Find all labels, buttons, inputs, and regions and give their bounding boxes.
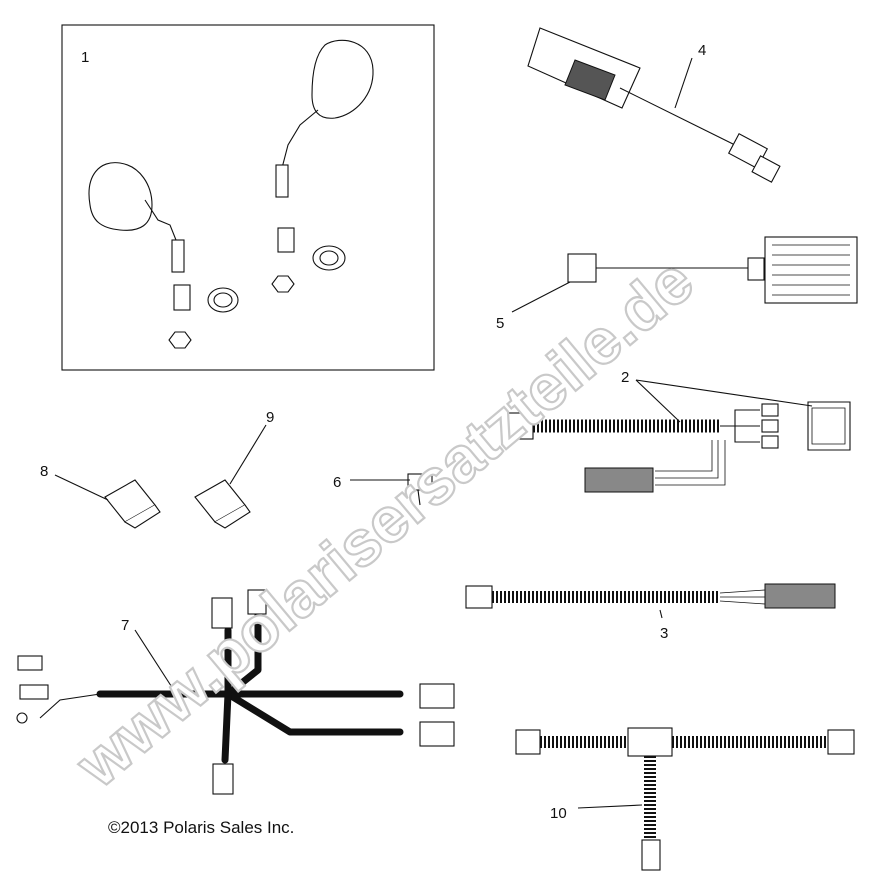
right-clamp (312, 245, 346, 271)
part-10-left-connector (515, 729, 541, 755)
right-mirror-head (311, 39, 374, 119)
left-mirror-rod (171, 239, 185, 273)
part-10-bottom-connector (641, 839, 661, 871)
part-4-cable (619, 87, 736, 146)
callout-2: 2 (621, 369, 629, 386)
callout-7: 7 (121, 617, 129, 634)
part-5-connector (567, 253, 597, 283)
part-4-plug (751, 155, 781, 183)
part-9-switch (194, 479, 251, 529)
right-spacer (277, 227, 295, 253)
part-7-fuse-holder (17, 655, 43, 671)
part-5-harness (567, 236, 858, 304)
copyright-text: ©2013 Polaris Sales Inc. (108, 818, 294, 837)
part-7-right-connector-upper (419, 683, 455, 709)
part-10-harness (515, 727, 855, 871)
right-nut (271, 275, 295, 293)
part-7-ring-terminal (16, 712, 28, 724)
left-nut (168, 331, 192, 349)
part-3-harness (465, 583, 836, 609)
right-mirror-rod (275, 164, 289, 198)
callout-9: 9 (266, 409, 274, 426)
part-10-right-connector (827, 729, 855, 755)
callout-4: 4 (698, 42, 706, 59)
part-5-plug (747, 257, 765, 281)
part-2-rocker-switch (807, 401, 851, 451)
part-7-main-harness (16, 589, 455, 795)
leader-lines (54, 57, 813, 809)
part-3-connector (465, 585, 493, 609)
right-mirror-stem (281, 109, 319, 169)
callout-10: 10 (550, 805, 567, 822)
callout-6: 6 (333, 474, 341, 491)
part-10-junction (627, 727, 673, 757)
part-2-branches (720, 409, 760, 443)
part-2-pad-leads (655, 440, 726, 486)
part-5-heater-grid (764, 236, 858, 304)
part-7-right-connector-lower (419, 721, 455, 747)
callout-1: 1 (81, 49, 89, 66)
part-4-harness (527, 27, 781, 183)
left-mirror-head (88, 162, 153, 231)
callout-5: 5 (496, 315, 504, 332)
callout-3: 3 (660, 625, 668, 642)
left-clamp (207, 287, 239, 313)
part-6-connector (407, 473, 433, 506)
part-2-harness (502, 401, 851, 493)
left-mirror-stem (144, 199, 179, 246)
part-3-pad (764, 583, 836, 609)
part-4-pad-grip (564, 59, 616, 101)
left-spacer (173, 284, 191, 311)
mirror-kit-group (61, 24, 435, 371)
part-2-pad (584, 467, 654, 493)
part-8-switch (104, 479, 161, 529)
callout-8: 8 (40, 463, 48, 480)
part-2-connector (502, 412, 534, 440)
